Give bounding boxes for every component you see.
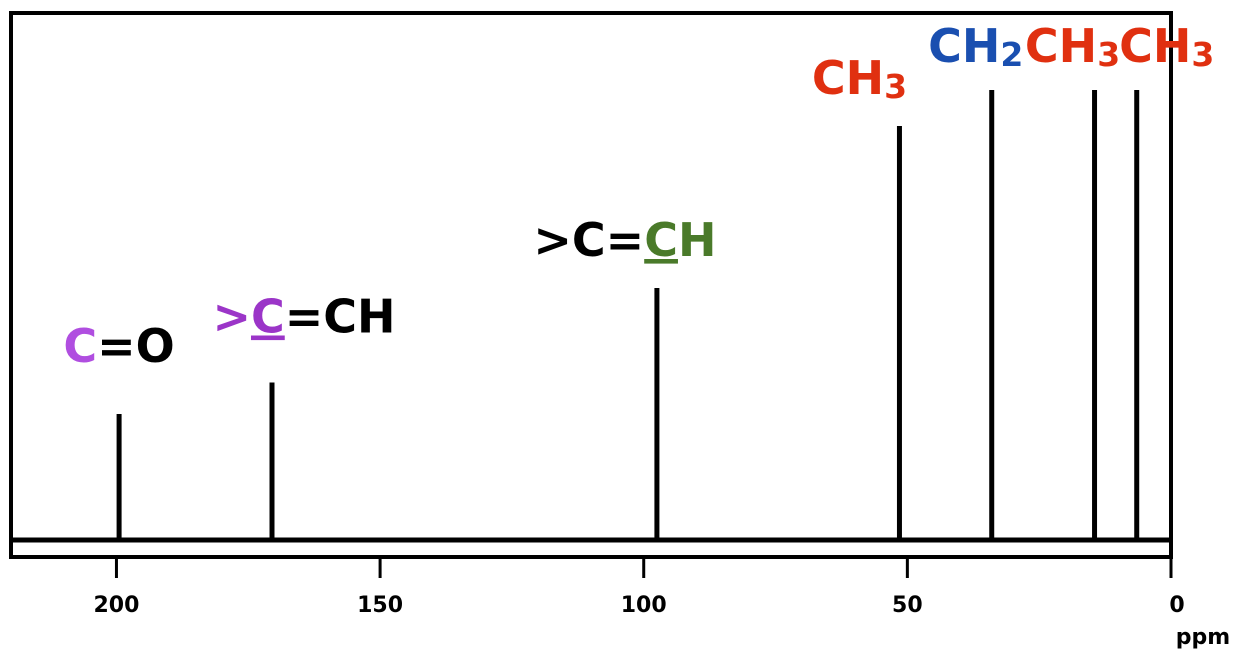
x-tick-label: 0 [1169,593,1184,618]
x-tick-label: 50 [892,593,923,618]
peak-label: C=O [63,319,174,373]
peak-label: >C=CH [212,290,395,344]
peak-label-segment: CH [812,51,884,105]
peak-label-segment: CH [1119,19,1191,73]
x-axis-label: ppm [1176,625,1230,650]
peak-label: CH2 [928,19,1023,74]
peak-label: CH3 [812,51,907,106]
peak-label-segment: C [644,213,678,267]
peak-label: CH3 [1119,19,1214,74]
x-tick-label: 200 [93,593,139,618]
peak-label-segment: C [251,290,285,344]
peaks [116,90,1140,540]
peak-label: >C=CH [533,213,716,267]
peak-label-segment: =CH [285,290,396,344]
peak-label-segment: CH [928,19,1000,73]
peak-label-segment: >C= [533,213,644,267]
peak-label-segment: CH [1025,19,1097,73]
x-axis-ticks: 200 150 100 50 0 [93,557,1185,618]
x-tick-label: 150 [357,593,403,618]
peak-label-segment: H [678,213,717,267]
peak-label-segment: 3 [1191,35,1214,74]
x-tick-label: 100 [621,593,667,618]
peak-label-segment: =O [97,319,175,373]
peak-label-segment: > [212,290,251,344]
peak-label-segment: 3 [1097,35,1120,74]
peak-label: CH3 [1025,19,1120,74]
peak-label-segment: C [63,319,97,373]
peak-label-segment: 3 [884,67,907,106]
peak-label-segment: 2 [1000,35,1023,74]
plot-frame [9,11,1173,559]
